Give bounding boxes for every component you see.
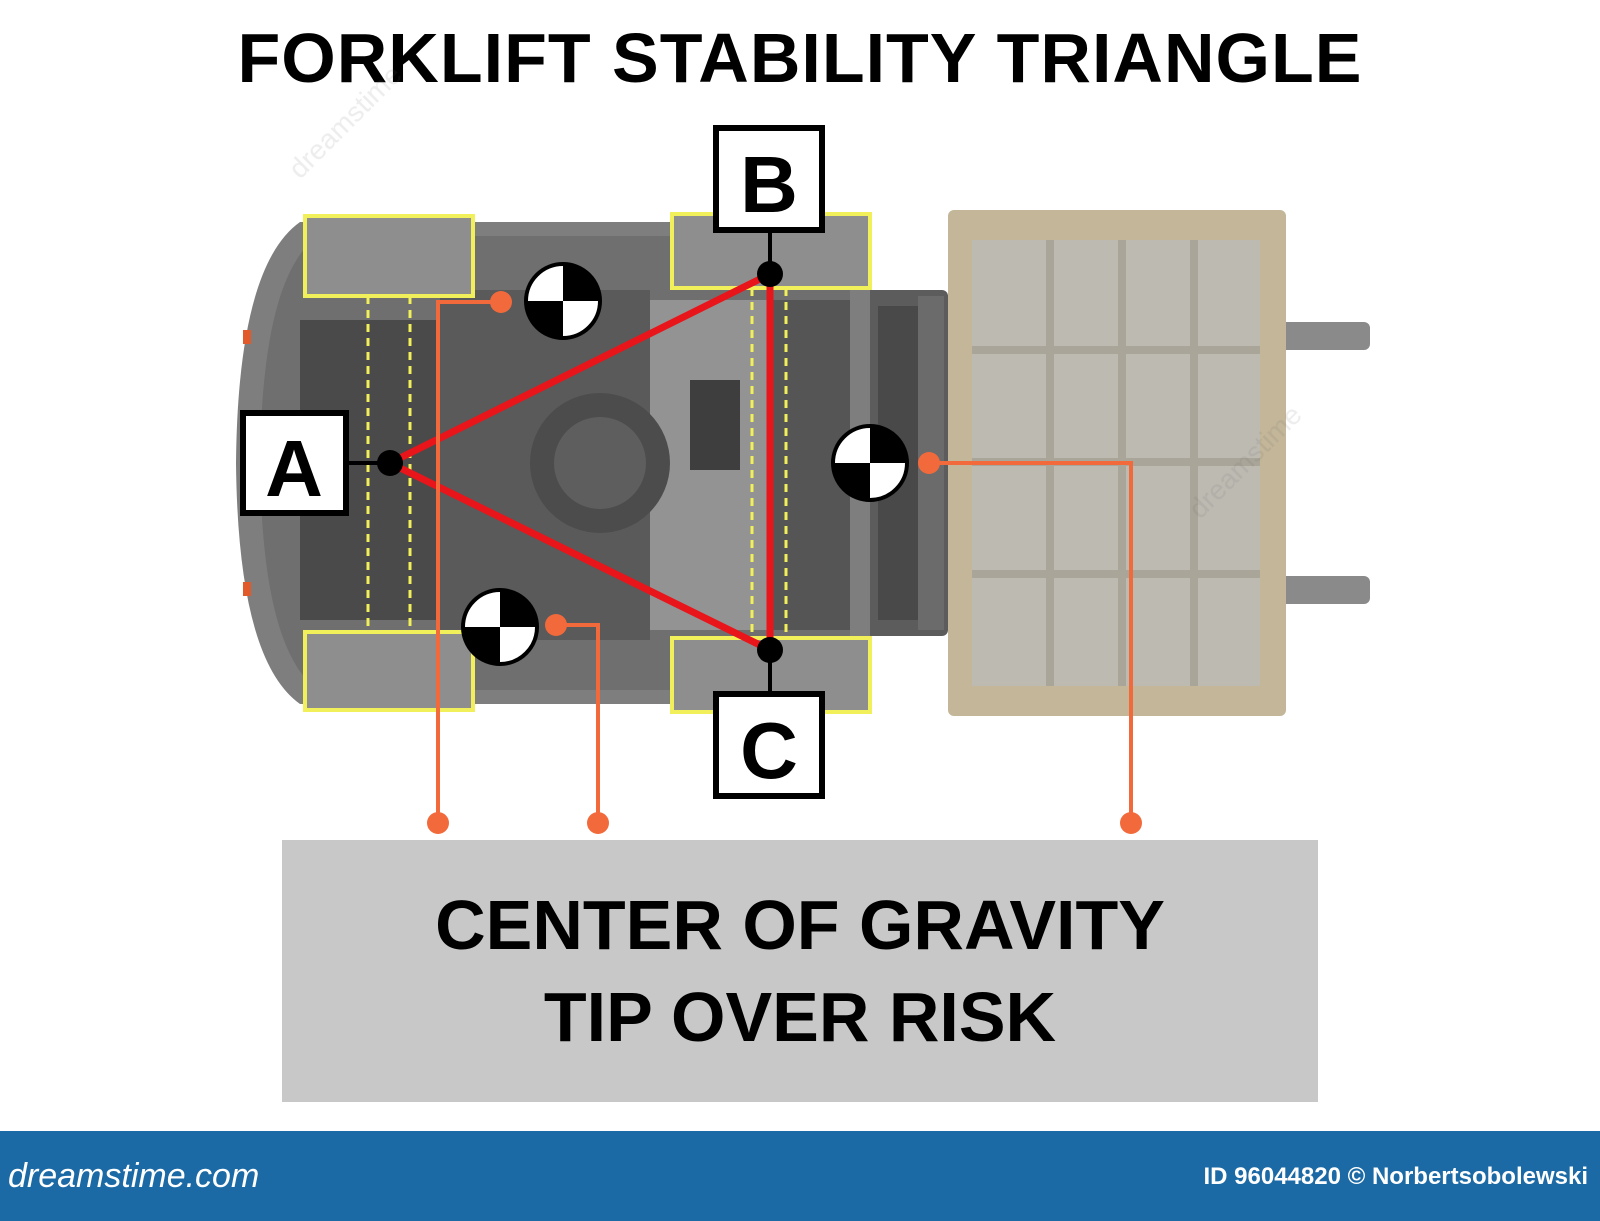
vertex-points xyxy=(377,261,783,663)
point-label-b: B xyxy=(713,125,825,233)
footer-image-id: ID 96044820 © Norbertsobolewski xyxy=(1203,1163,1588,1190)
front-axle xyxy=(750,288,788,638)
point-label-c: C xyxy=(713,691,825,799)
point-label-c-text: C xyxy=(740,706,798,795)
footer-brand[interactable]: dreamstime.com xyxy=(8,1157,260,1195)
diagram-title: FORKLIFT STABILITY TRIANGLE xyxy=(237,19,1363,97)
callout-line-1: CENTER OF GRAVITY xyxy=(435,886,1165,964)
leader-dots xyxy=(427,291,1142,834)
callout-line-2: TIP OVER RISK xyxy=(543,978,1057,1056)
forklift-body xyxy=(236,222,870,704)
wheel-rear-top xyxy=(303,214,475,298)
stability-triangle xyxy=(386,270,774,654)
center-of-gravity-icon xyxy=(461,588,539,666)
point-label-a-text: A xyxy=(265,424,323,513)
point-label-b-text: B xyxy=(740,140,798,229)
center-of-gravity-icon xyxy=(524,262,602,340)
callout-box: CENTER OF GRAVITY TIP OVER RISK xyxy=(282,840,1318,1102)
leader-lines xyxy=(436,300,1133,823)
point-label-a: A xyxy=(240,410,349,516)
svg-text:dreamstime: dreamstime xyxy=(282,59,407,184)
footer-bar: dreamstime.com ID 96044820 © Norbertsobo… xyxy=(0,1131,1600,1221)
forklift-diagram: A B C dreamstime dreamstime dreamstime xyxy=(236,59,1370,1084)
center-of-gravity-icon xyxy=(831,424,909,502)
wheel-rear-bottom xyxy=(303,630,475,712)
